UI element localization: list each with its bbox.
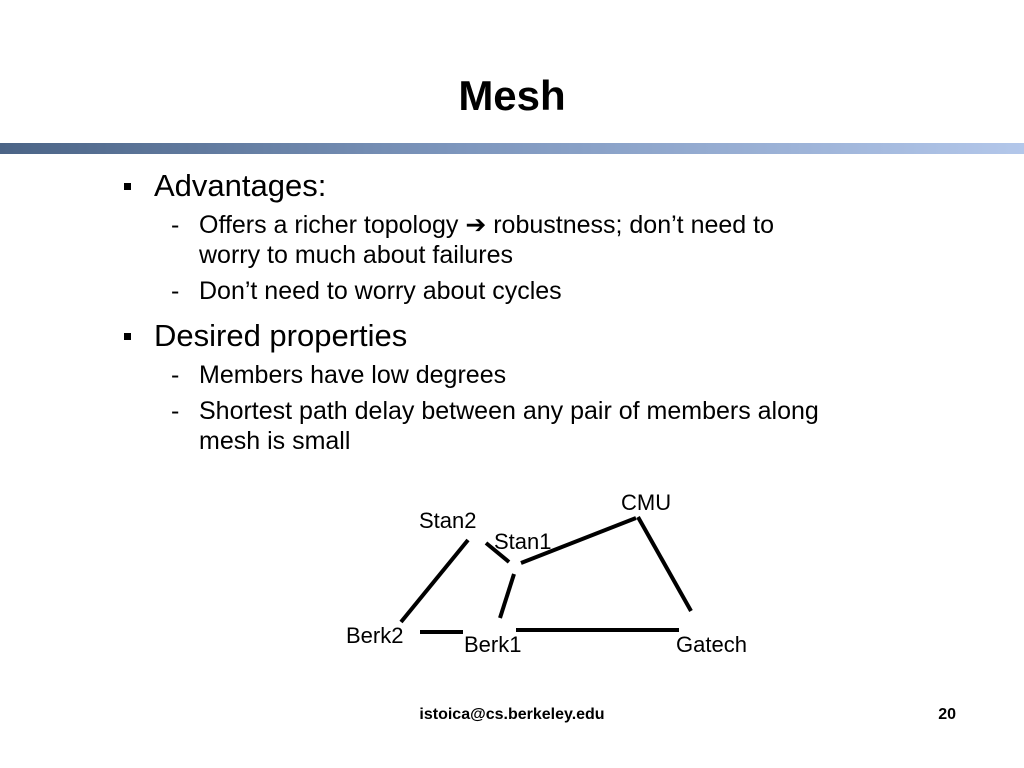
node-label-berk1: Berk1 [464, 632, 521, 657]
link-cmu-gatech [636, 516, 693, 612]
bullet-desired-properties: Desired properties [118, 318, 918, 354]
dash-marker: - [171, 397, 180, 425]
sub-bullet-text: Members have low degrees [199, 361, 507, 389]
sub-bullet-text: Offers a richer topology ➔ robustness; d… [199, 211, 774, 269]
slide-title: Mesh [458, 72, 566, 119]
sub-bullet-text: Don’t need to worry about cycles [199, 277, 562, 305]
dash-marker: - [171, 211, 180, 239]
sub-bullet-text: Shortest path delay between any pair of … [199, 397, 819, 455]
sub-bullet: - Members have low degrees [118, 360, 819, 390]
node-label-stan1: Stan1 [494, 529, 552, 554]
link-stan2-stan1 [484, 541, 511, 564]
node-label-gatech: Gatech [676, 632, 747, 657]
dash-marker: - [171, 277, 180, 305]
sub-bullet: - Offers a richer topology ➔ robustness;… [118, 210, 819, 270]
title-divider [0, 143, 1024, 154]
node-label-cmu: CMU [621, 490, 671, 515]
bullet-list: Advantages: - Offers a richer topology ➔… [118, 168, 918, 462]
footer-email: istoica@cs.berkeley.edu [419, 706, 605, 723]
link-stan2-berk2 [399, 538, 470, 624]
square-bullet-icon [124, 333, 131, 340]
link-stan1-berk1 [498, 573, 516, 619]
node-label-stan2: Stan2 [419, 508, 477, 533]
page-number: 20 [938, 706, 956, 723]
dash-marker: - [171, 361, 180, 389]
sub-bullet: - Don’t need to worry about cycles [118, 276, 819, 306]
bullet-advantages: Advantages: [118, 168, 918, 204]
square-bullet-icon [124, 183, 131, 190]
bullet-heading: Advantages: [154, 168, 327, 203]
sub-bullet: - Shortest path delay between any pair o… [118, 396, 819, 456]
link-stan1-cmu [520, 516, 637, 565]
node-label-berk2: Berk2 [346, 623, 403, 648]
bullet-heading: Desired properties [154, 318, 408, 353]
